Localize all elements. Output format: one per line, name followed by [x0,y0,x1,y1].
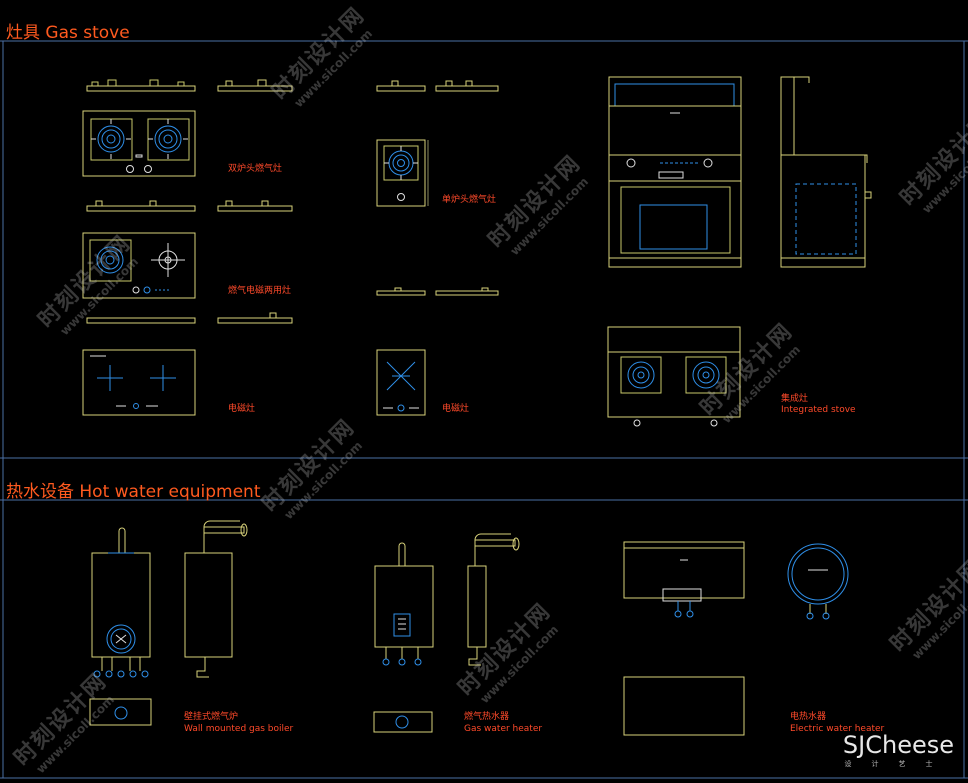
gas-water-heater-side [467,533,520,666]
integrated-stove-side [780,76,872,268]
label-boiler-cn: 壁挂式燃气炉 [184,712,239,722]
double-burner-stove-top [82,110,196,177]
section-title-gas-stove: 灶具 Gas stove [6,23,130,43]
integrated-stove-front [608,76,742,268]
single-burner-stove-side [376,80,499,92]
double-burner-stove-side-2 [86,200,293,212]
brand-sub: 设计艺士 [844,760,953,768]
wall-boiler-side [184,520,248,678]
label-elec-heater-en: Electric water heater [790,724,885,734]
label-double-burner: 双炉头燃气灶 [228,164,283,174]
wall-boiler-front [91,527,151,678]
gas-water-heater-bottom [373,711,433,733]
label-boiler-en: Wall mounted gas boiler [184,724,294,734]
electric-water-heater-bottom [623,676,745,736]
brand-logo: SJCheese 设计艺士 [843,731,954,769]
induction-cooker-single [376,349,426,416]
label-induction-1: 电磁灶 [228,404,256,414]
single-burner-side-2 [376,287,499,296]
gas-induction-stove-side [86,312,293,324]
label-single-burner: 单炉头燃气灶 [442,195,497,205]
wall-boiler-bottom [89,698,152,726]
induction-cooker-double [82,349,196,416]
integrated-stove-top [607,326,741,427]
frame-lines [0,40,968,779]
label-integrated-en: Integrated stove [781,405,856,415]
double-burner-stove-side [86,79,293,92]
gas-induction-stove-top [82,232,196,299]
label-gas-heater-en: Gas water heater [464,724,543,734]
label-gas-heater-cn: 燃气热水器 [464,712,510,722]
label-gas-induction: 燃气电磁两用灶 [228,286,292,296]
brand-name: SJCheese [842,731,954,759]
label-induction-2: 电磁灶 [442,404,470,414]
label-integrated-cn: 集成灶 [781,394,809,404]
electric-water-heater-round [787,543,849,620]
label-elec-heater-cn: 电热水器 [790,712,827,722]
electric-water-heater-front [623,541,745,618]
section-title-hot-water: 热水设备 Hot water equipment [6,482,261,502]
gas-water-heater-front [374,542,434,666]
single-burner-stove-top [376,139,429,207]
